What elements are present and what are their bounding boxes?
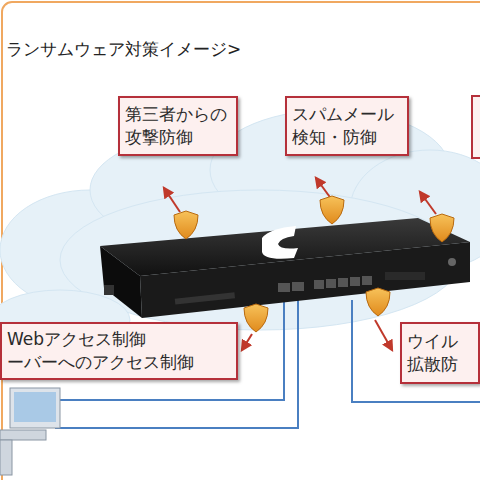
- leader-arrow: [420, 192, 436, 214]
- appliance: [338, 278, 348, 287]
- callout-box: 第三者からの 攻撃防御: [118, 96, 238, 156]
- computer: [0, 440, 12, 475]
- callout-box: スパムメール 検知・防御: [285, 96, 409, 156]
- callout-text: ウイル 拡散防: [407, 330, 473, 376]
- shield-icon: [174, 211, 198, 239]
- callout-box: Webアクセス制御 ーバーへのアクセス制御: [0, 322, 238, 380]
- appliance: [175, 292, 235, 304]
- appliance: [278, 283, 290, 292]
- appliance: [104, 285, 114, 295]
- appliance: [100, 218, 470, 318]
- appliance: [314, 280, 324, 289]
- callout-text: スパムメール 検知・防御: [292, 103, 402, 149]
- computer: [14, 392, 56, 422]
- appliance: [326, 279, 336, 288]
- shield-icon: [244, 304, 268, 332]
- callout-text: Webアクセス制御 ーバーへのアクセス制御: [7, 328, 231, 374]
- appliance: [350, 277, 360, 286]
- appliance: [362, 276, 372, 285]
- computer: [0, 430, 46, 440]
- callout-text: 第三者からの 攻撃防御: [125, 103, 231, 149]
- leader-arrow: [375, 320, 392, 350]
- appliance: [100, 246, 142, 318]
- top-right-callout: [472, 96, 480, 158]
- appliance: [292, 282, 304, 291]
- shield-icon: [174, 196, 454, 332]
- top-right-callout: [472, 96, 480, 158]
- leader-arrow: [242, 334, 252, 350]
- diagram-title: ランサムウェア対策イメージ>: [6, 38, 241, 61]
- shield-icon: [320, 196, 344, 224]
- shield-icon: [430, 214, 454, 242]
- shield-icon: [366, 288, 390, 316]
- callout-box: ウイル 拡散防: [400, 322, 480, 384]
- computer: [0, 388, 60, 475]
- computer: [10, 388, 60, 428]
- appliance: [140, 242, 470, 318]
- appliance: [448, 258, 456, 266]
- network-wire: [352, 300, 480, 402]
- leader-arrow: [164, 188, 180, 212]
- appliance: [385, 272, 425, 280]
- appliance: [262, 226, 298, 259]
